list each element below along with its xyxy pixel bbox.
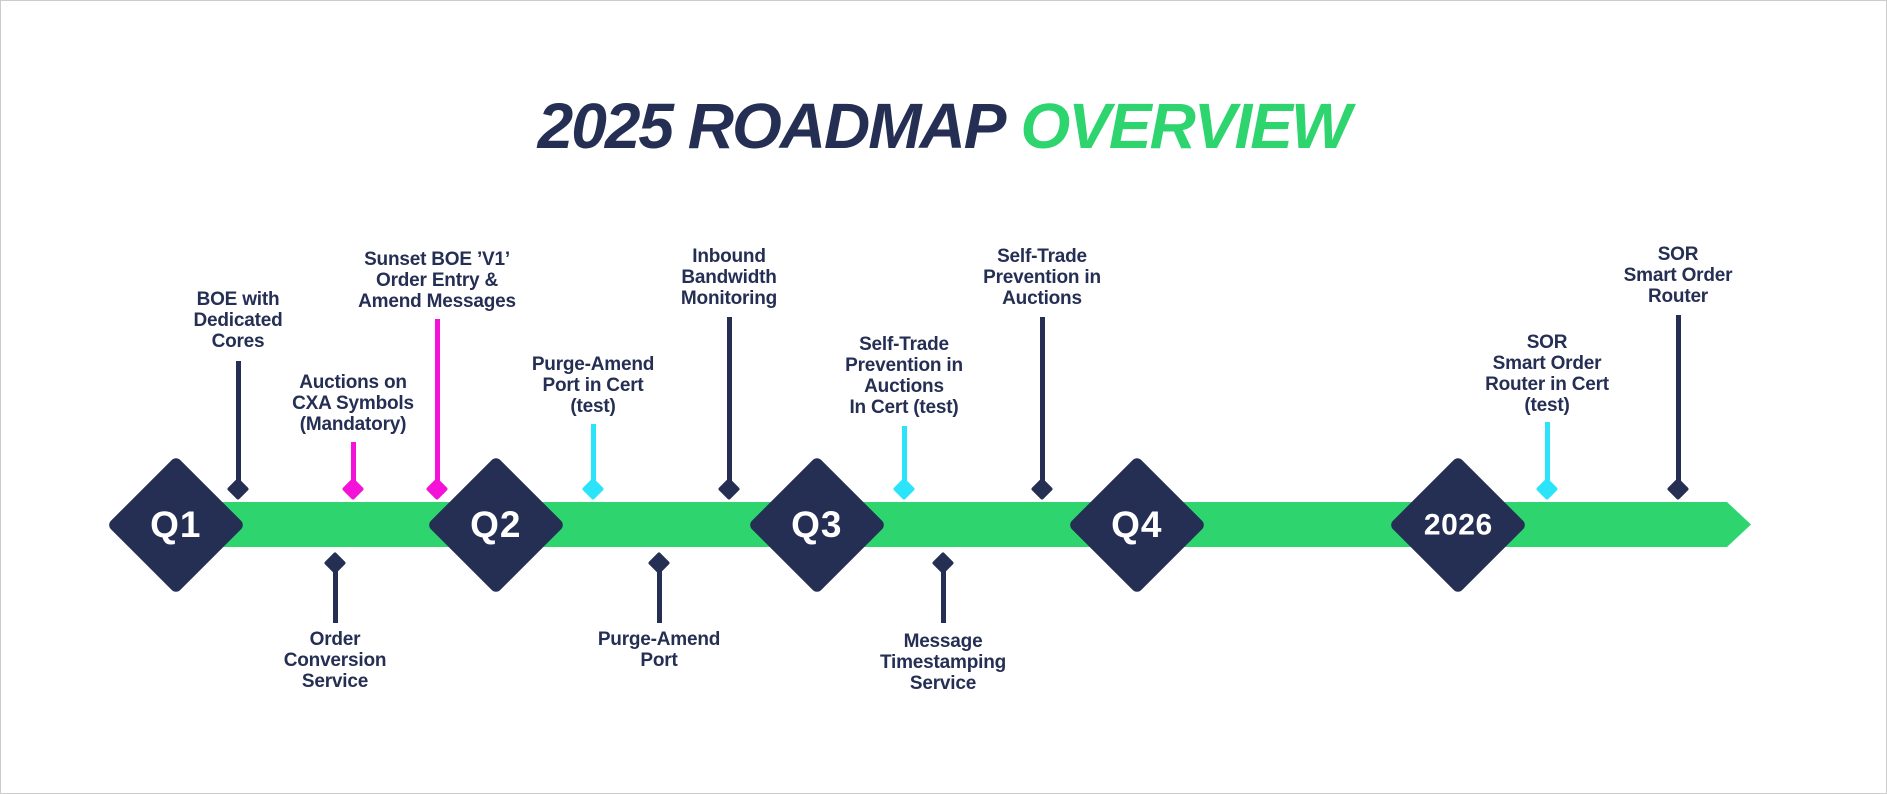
milestone-stem	[434, 319, 440, 489]
timeline-node-q2: Q2	[426, 455, 566, 595]
milestone-label-line: Router	[1647, 286, 1709, 307]
milestone-stem	[590, 424, 596, 489]
milestone-label-line: Self-Trade	[997, 246, 1087, 267]
milestone-label-line: Smart Order	[1623, 265, 1733, 286]
milestone-diamond-icon	[717, 477, 741, 501]
milestone-diamond-icon	[226, 477, 250, 501]
milestone-label-line: Port	[640, 650, 678, 671]
milestone-label-line: SOR	[1657, 244, 1699, 265]
milestone-diamond-icon	[323, 551, 347, 575]
timeline-node-label: 2026	[1423, 508, 1493, 541]
milestone-stem	[656, 563, 662, 623]
timeline-node-q4: Q4	[1067, 455, 1207, 595]
milestone-label-line: Purge-Amend	[597, 629, 721, 650]
milestone-diamond-icon	[341, 477, 365, 501]
milestone-label-line: Port in Cert	[542, 375, 644, 396]
milestone-diamond-icon	[1666, 477, 1690, 501]
milestone-label-line: Order	[309, 629, 361, 650]
milestone-label-line: In Cert (test)	[849, 397, 959, 418]
timeline-node-2026: 2026	[1388, 455, 1528, 595]
milestone-stem	[1675, 315, 1681, 489]
milestone-label-line: Timestamping	[879, 652, 1007, 673]
timeline-node-label: Q4	[1111, 503, 1163, 545]
milestone-label-line: Message	[903, 631, 983, 652]
milestone-diamond-icon	[425, 477, 449, 501]
milestone-label-line: Auctions on	[299, 372, 407, 393]
timeline-node-label: Q1	[150, 503, 202, 545]
milestone-stem	[901, 426, 907, 489]
milestone-stem	[726, 317, 732, 489]
milestone-stem	[235, 361, 241, 489]
milestone-label-line: Auctions	[1002, 288, 1082, 309]
milestone-diamond-icon	[931, 551, 955, 575]
milestone-label-line: (test)	[1524, 395, 1570, 416]
timeline-node-q3: Q3	[747, 455, 887, 595]
milestone-label-line: Router in Cert	[1485, 374, 1609, 395]
milestone-stem	[350, 442, 356, 489]
milestone-label-line: Prevention in	[845, 355, 963, 376]
milestone-label-line: Amend Messages	[358, 291, 516, 312]
milestone-stem	[332, 563, 338, 623]
page-title-overview: OVERVIEW	[1020, 90, 1351, 162]
timeline-node-label: Q3	[791, 503, 843, 545]
milestone-label-line: (Mandatory)	[299, 414, 407, 435]
milestone-label-line: BOE with	[196, 289, 280, 310]
milestone-diamond-icon	[1030, 477, 1054, 501]
page-title-year-roadmap: 2025 ROADMAP	[537, 90, 1007, 162]
milestone-label-line: Auctions	[864, 376, 944, 397]
milestone-label-line: Service	[909, 673, 977, 694]
milestone-label-line: Sunset BOE ’V1’	[364, 249, 510, 270]
milestone-label-line: Monitoring	[680, 288, 778, 309]
milestone-label-line: Purge-Amend	[531, 354, 655, 375]
milestone-label-line: SOR	[1526, 332, 1568, 353]
milestone-label-line: Prevention in	[983, 267, 1101, 288]
milestone-label-line: Self-Trade	[859, 334, 949, 355]
milestone-label-line: (test)	[570, 396, 616, 417]
milestone-diamond-icon	[892, 477, 916, 501]
milestone-stem	[1039, 317, 1045, 489]
milestone-label-line: Inbound	[692, 246, 766, 267]
milestone-diamond-icon	[1535, 477, 1559, 501]
milestone-diamond-icon	[581, 477, 605, 501]
milestone-label-line: Smart Order	[1492, 353, 1602, 374]
milestone-stem	[1544, 422, 1550, 489]
milestone-label-line: Conversion	[283, 650, 387, 671]
milestone-label-line: Cores	[211, 331, 265, 352]
timeline-node-label: Q2	[470, 503, 522, 545]
milestone-label-line: CXA Symbols	[292, 393, 414, 414]
milestone-label-line: Service	[301, 671, 369, 692]
milestone-stem	[940, 563, 946, 623]
milestone-label: Sunset BOE ’V1’Order Entry &Amend Messag…	[327, 249, 547, 312]
timeline-node-q1: Q1	[106, 455, 246, 595]
milestone-label-line: Bandwidth	[681, 267, 777, 288]
milestone-diamond-icon	[647, 551, 671, 575]
milestone-label-line: Dedicated	[193, 310, 283, 331]
milestone-label-line: Order Entry &	[376, 270, 498, 291]
